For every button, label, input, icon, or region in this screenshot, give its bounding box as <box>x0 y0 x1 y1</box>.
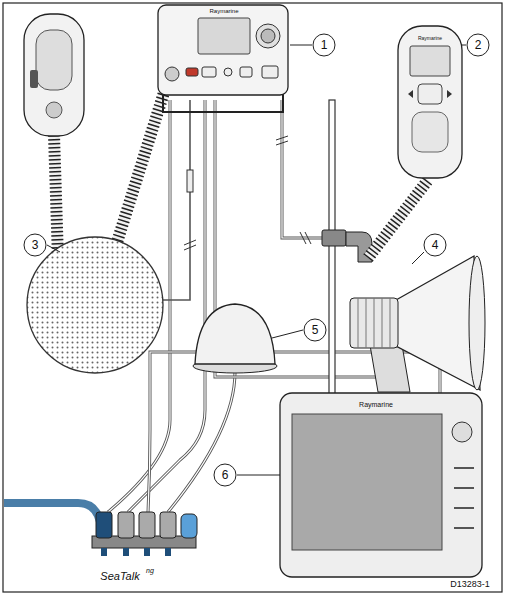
bus-name-superscript: ng <box>146 567 154 574</box>
hailer-horn <box>350 256 485 392</box>
seatalk-backbone <box>4 503 197 556</box>
brand-label: Raymarine <box>418 36 442 41</box>
frame <box>3 3 502 592</box>
callout-number: 5 <box>312 324 319 336</box>
bus-name: SeaTalk <box>100 571 139 582</box>
brand-label: Raymarine <box>359 401 393 408</box>
speaker <box>27 237 163 373</box>
brand-label: Raymarine <box>209 8 238 14</box>
callout-number: 4 <box>432 239 439 251</box>
callout-number: 3 <box>32 239 39 251</box>
callout-number: 6 <box>222 469 229 481</box>
callouts <box>24 34 489 486</box>
callout-number: 2 <box>475 39 482 51</box>
multifunction-display <box>280 393 482 577</box>
drawing-number: D13283-1 <box>450 580 490 589</box>
wireless-handset <box>368 26 462 258</box>
callout-number: 1 <box>321 39 328 51</box>
gps-antenna <box>193 304 277 373</box>
bulkhead-connector <box>322 230 372 262</box>
vhf-radio <box>158 5 288 112</box>
